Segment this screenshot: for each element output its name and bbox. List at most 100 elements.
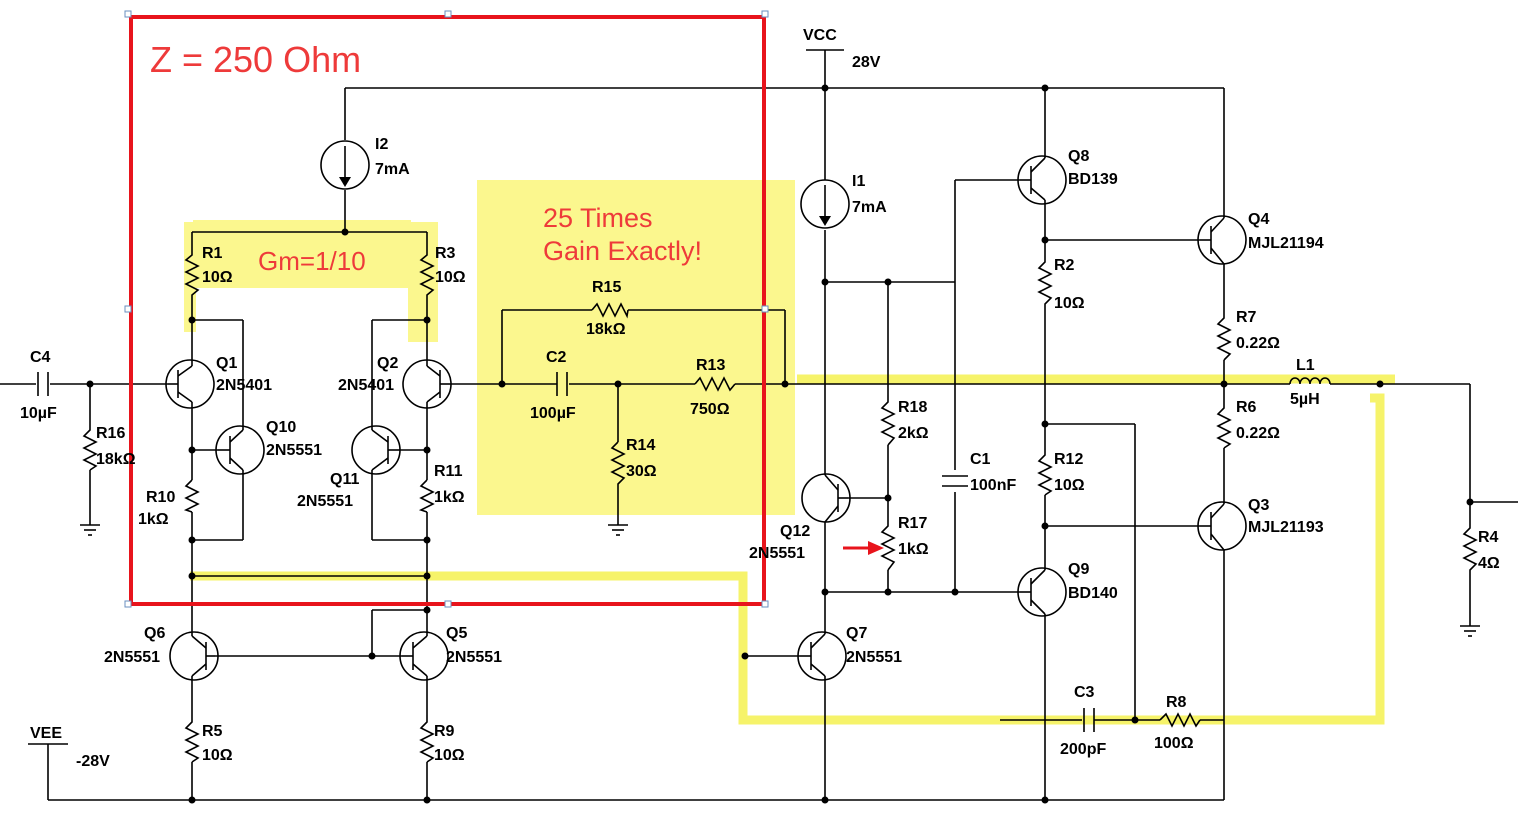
supply-symbols — [28, 49, 844, 754]
r9-resistor — [419, 715, 435, 763]
q1-value: 2N5401 — [216, 377, 272, 394]
q2-value: 2N5401 — [338, 377, 394, 394]
r7-value: 0.22Ω — [1236, 335, 1280, 352]
q4-transistor — [1197, 215, 1247, 265]
vee-value: -28V — [76, 753, 110, 770]
ground-symbol-r14 — [608, 524, 628, 536]
r1-highlight — [184, 222, 196, 332]
r10-ref: R10 — [146, 489, 175, 506]
vcc-label: VCC — [803, 27, 837, 44]
r4-resistor — [1462, 520, 1478, 578]
r11-resistor — [418, 479, 435, 513]
vee-label: VEE — [30, 725, 62, 742]
impedance-annotation: Z = 250 Ohm — [150, 39, 361, 80]
c4-capacitor — [37, 372, 49, 396]
r5-ref: R5 — [202, 723, 223, 740]
r16-value: 18kΩ — [96, 451, 136, 468]
i1-ref: I1 — [852, 173, 865, 190]
q7-ref: Q7 — [846, 625, 867, 642]
q5-transistor — [399, 631, 449, 681]
q3-value: MJL21193 — [1248, 519, 1324, 536]
q3-transistor — [1197, 501, 1247, 551]
r4-value: 4Ω — [1478, 555, 1500, 572]
c1-capacitor — [942, 475, 968, 487]
r8-ref: R8 — [1166, 694, 1187, 711]
r1-value: 10Ω — [202, 269, 233, 286]
r6-value: 0.22Ω — [1236, 425, 1280, 442]
c1-value: 100nF — [970, 477, 1016, 494]
r16-ref: R16 — [96, 425, 125, 442]
q1-transistor — [165, 359, 215, 409]
q12-ref: Q12 — [780, 523, 810, 540]
r18-resistor — [880, 395, 896, 446]
q12-transistor — [801, 473, 851, 523]
r15-ref: R15 — [592, 279, 621, 296]
q8-transistor — [1017, 155, 1067, 205]
i1-current-source — [800, 179, 850, 229]
r12-resistor — [1037, 448, 1053, 496]
q5-value: 2N5551 — [446, 649, 502, 666]
r7-ref: R7 — [1236, 309, 1257, 326]
r3-resistor — [419, 250, 435, 298]
r3-value: 10Ω — [435, 269, 466, 286]
q11-ref: Q11 — [330, 471, 359, 488]
c4-ref: C4 — [30, 349, 51, 366]
q12-value: 2N5551 — [749, 545, 805, 562]
r13-ref: R13 — [696, 357, 725, 374]
r2-value: 10Ω — [1054, 295, 1085, 312]
q10-value: 2N5551 — [266, 442, 322, 459]
r17-value: 1kΩ — [898, 541, 929, 558]
c2-capacitor — [556, 372, 568, 396]
q9-ref: Q9 — [1068, 561, 1089, 578]
i1-value: 7mA — [852, 199, 887, 216]
wires — [0, 50, 1518, 801]
red-arrow-icon — [843, 541, 884, 555]
gain-annotation-line1: 25 Times — [543, 203, 653, 233]
q11-transistor — [351, 425, 401, 475]
r5-resistor — [184, 715, 200, 763]
q6-transistor — [169, 631, 219, 681]
r8-value: 100Ω — [1154, 735, 1194, 752]
selection-handles — [124, 10, 769, 608]
q6-value: 2N5551 — [104, 649, 160, 666]
r14-ref: R14 — [626, 437, 655, 454]
c2-value: 100µF — [530, 405, 576, 422]
r10-value: 1kΩ — [138, 511, 169, 528]
r12-value: 10Ω — [1054, 477, 1085, 494]
q2-transistor — [402, 359, 452, 409]
r2-resistor — [1037, 255, 1053, 310]
r2-ref: R2 — [1054, 257, 1075, 274]
c4-value: 10µF — [20, 405, 57, 422]
ground-symbol-load — [1460, 625, 1480, 637]
c3-value: 200pF — [1060, 741, 1106, 758]
r3-highlight — [408, 222, 438, 342]
r5-value: 10Ω — [202, 747, 233, 764]
q9-value: BD140 — [1068, 585, 1118, 602]
q9-transistor — [1017, 567, 1067, 617]
r13-value: 750Ω — [690, 401, 730, 418]
grounds — [80, 524, 1480, 637]
q3-ref: Q3 — [1248, 497, 1269, 514]
vcc-value: 28V — [852, 54, 881, 71]
r1-ref: R1 — [202, 245, 223, 262]
r1-resistor — [184, 250, 200, 298]
q4-ref: Q4 — [1248, 211, 1269, 228]
q10-transistor — [215, 425, 265, 475]
r15-value: 18kΩ — [586, 321, 626, 338]
r11-value: 1kΩ — [434, 489, 465, 506]
r16-resistor — [82, 425, 98, 471]
q4-value: MJL21194 — [1248, 235, 1324, 252]
r7-resistor — [1216, 310, 1232, 361]
q2-ref: Q2 — [377, 355, 398, 372]
r13-resistor — [694, 376, 736, 392]
i2-value: 7mA — [375, 161, 410, 178]
junction-dots — [86, 84, 1474, 804]
r15-resistor — [591, 302, 629, 319]
c3-capacitor — [1083, 708, 1095, 732]
r6-resistor — [1216, 400, 1232, 449]
component-labels: C4 10µF R16 18kΩ R1 10Ω R3 10Ω I2 7mA Q1… — [20, 136, 1500, 764]
r18-value: 2kΩ — [898, 425, 929, 442]
r14-resistor — [610, 441, 626, 488]
gain-highlight — [477, 180, 795, 515]
